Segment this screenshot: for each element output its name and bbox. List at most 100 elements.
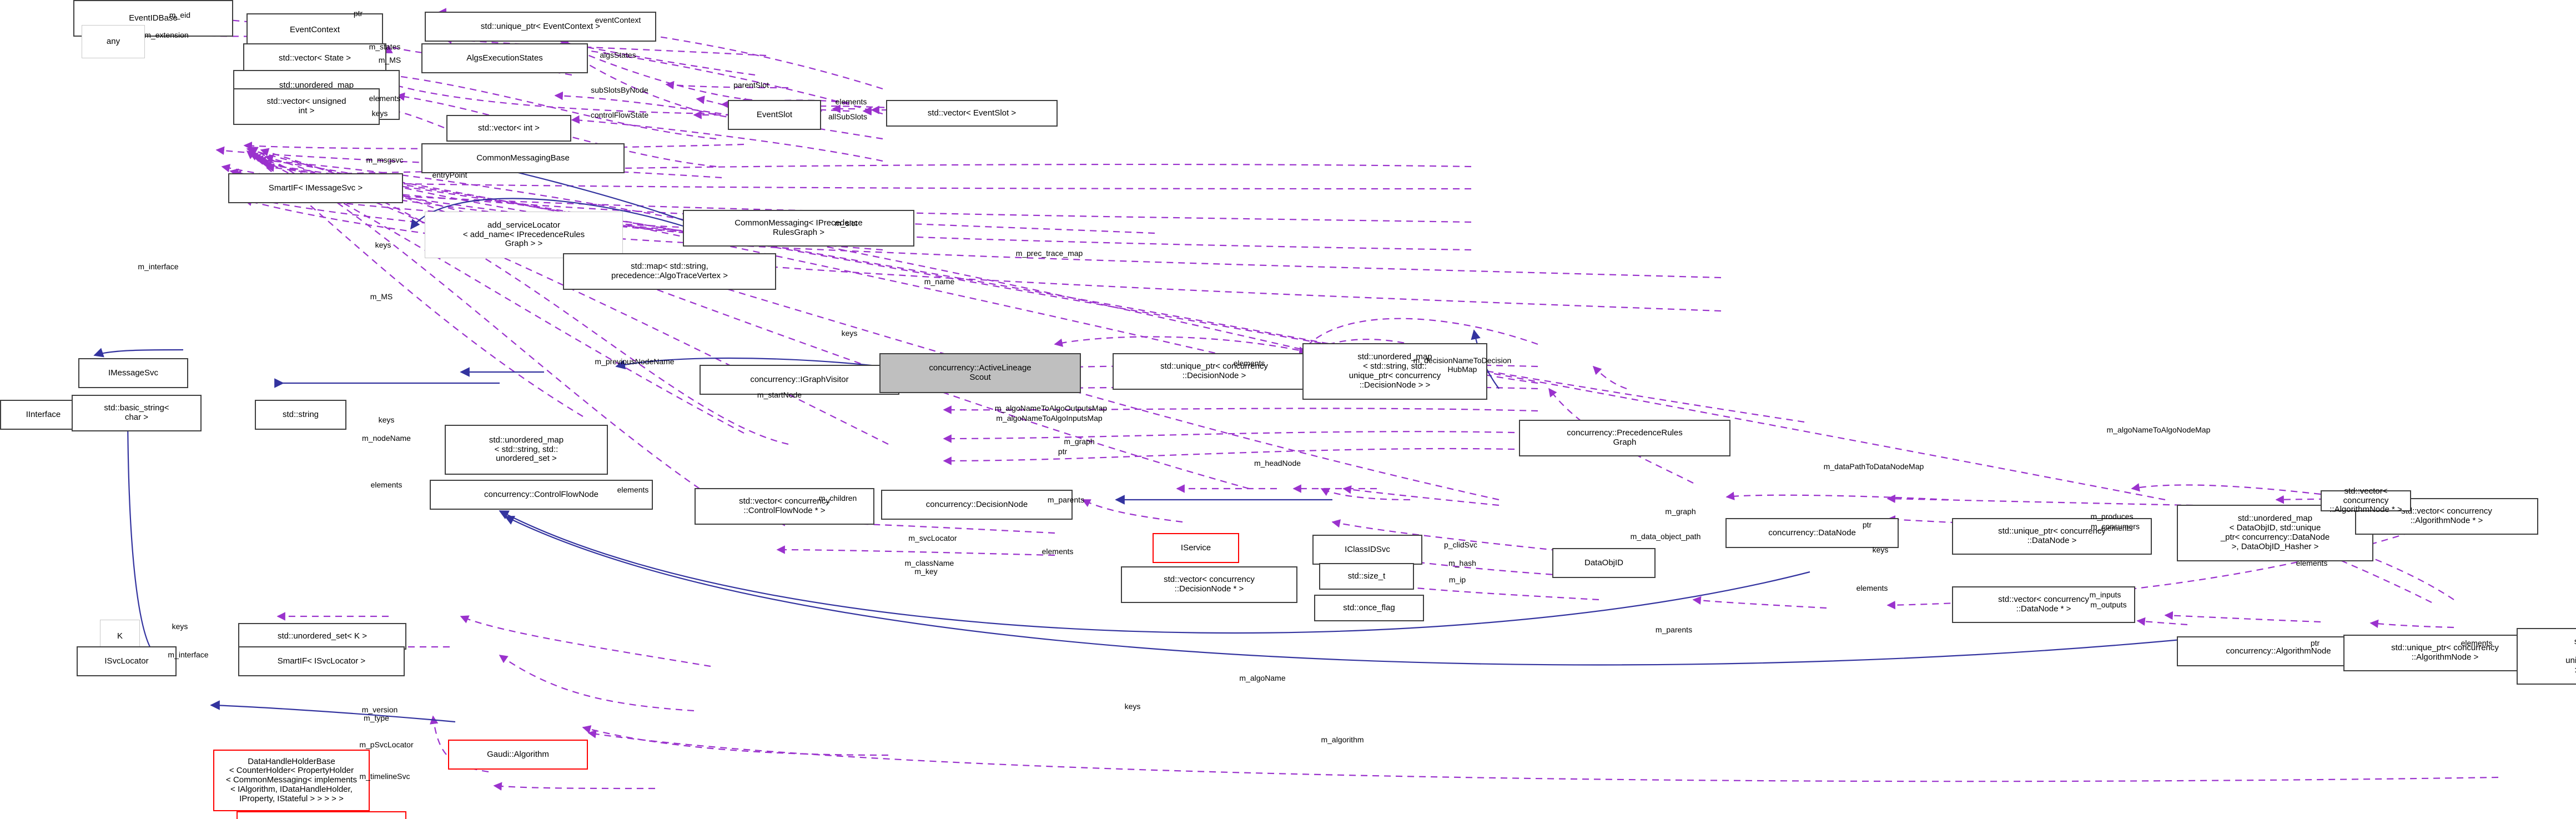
edge-label: m_startNode bbox=[757, 390, 802, 399]
edge-label: controlFlowState bbox=[590, 110, 649, 119]
class-node[interactable]: concurrency::ControlFlowNode bbox=[430, 480, 653, 510]
class-node[interactable]: std::basic_string< char > bbox=[72, 395, 202, 431]
edge-label: m_MS bbox=[378, 55, 401, 64]
class-node[interactable]: std::size_t bbox=[1319, 563, 1414, 590]
class-node[interactable]: IClassIDSvc bbox=[1312, 535, 1422, 565]
class-node[interactable]: std::vector< unsigned int > bbox=[233, 88, 380, 125]
class-node[interactable]: concurrency::PrecedenceRules Graph bbox=[1519, 420, 1730, 456]
class-node[interactable]: CommonMessaging< IPrecedence RulesGraph … bbox=[683, 210, 914, 247]
class-node[interactable]: concurrency::DataNode bbox=[1725, 518, 1899, 548]
class-node[interactable]: std::unordered_set< K > bbox=[238, 623, 406, 650]
edge-label: m_previousNodeName bbox=[595, 356, 675, 366]
class-node[interactable]: concurrency::DecisionNode bbox=[881, 490, 1073, 520]
edge-label: elements bbox=[2101, 523, 2133, 532]
edge-label: m_interface bbox=[138, 262, 179, 271]
edge-label: m_headNode bbox=[1254, 458, 1301, 468]
edge-label: parentSlot bbox=[733, 80, 769, 89]
edge-label: m_decisionNameToDecision HubMap bbox=[1413, 355, 1512, 374]
edge-label: elements bbox=[835, 97, 867, 106]
class-node[interactable]: Gaudi::Algorithm bbox=[448, 740, 588, 770]
edge-label: m_hash bbox=[1448, 558, 1476, 567]
edge-label: keys bbox=[1124, 701, 1141, 711]
edge-label: keys bbox=[1872, 545, 1889, 554]
edge-label: elements bbox=[370, 480, 402, 489]
class-node[interactable]: std::vector< State > bbox=[243, 43, 386, 73]
edge-label: ptr bbox=[1058, 446, 1068, 456]
edge-label: p_clidSvc bbox=[1444, 540, 1477, 549]
class-node[interactable]: EventSlot bbox=[728, 100, 821, 130]
class-node[interactable]: std::unique_ptr< concurrency ::DecisionN… bbox=[1113, 353, 1316, 390]
edge-label: m_dataPathToDataNodeMap bbox=[1823, 461, 1924, 471]
edge-label: elements bbox=[1042, 546, 1074, 556]
class-node[interactable]: any bbox=[82, 25, 145, 58]
class-node[interactable]: std::unordered_map < std::string, std:: … bbox=[445, 425, 608, 475]
edge-label: m_className bbox=[904, 558, 954, 567]
edge-label: m_prec_trace_map bbox=[1015, 248, 1083, 258]
class-node[interactable]: SmartIF< ISvcLocator > bbox=[238, 646, 405, 676]
class-node[interactable]: add_serviceLocator < add_name< IPreceden… bbox=[425, 212, 623, 258]
edge-label: m_algorithm bbox=[1321, 735, 1364, 744]
edge-label: m_MS bbox=[370, 292, 393, 301]
edge-label: m_extension bbox=[144, 30, 189, 39]
edge-label: ptr bbox=[2310, 638, 2320, 647]
class-node[interactable]: DataObjID bbox=[1552, 548, 1656, 578]
class-node[interactable]: concurrency::ActiveLineage Scout bbox=[879, 353, 1081, 393]
edge-label: m_algoNameToAlgoOutputsMap bbox=[994, 403, 1108, 413]
class-node[interactable]: IMessageSvc bbox=[78, 358, 188, 388]
class-node[interactable]: SmartIF< IMessageSvc > bbox=[228, 173, 403, 203]
edge-label: m_version bbox=[361, 705, 398, 714]
edge-label: elements bbox=[2296, 558, 2328, 567]
edge-label: elements bbox=[2461, 638, 2493, 647]
edge-label: m_eid bbox=[169, 10, 191, 19]
edge-label: elements bbox=[1856, 583, 1888, 592]
edge-label: elements bbox=[1233, 358, 1265, 368]
edge-label: m_states bbox=[369, 42, 401, 51]
edge-label: m_inputs bbox=[2089, 590, 2121, 599]
edge-label: keys bbox=[378, 415, 395, 424]
class-node[interactable]: IService bbox=[1153, 533, 1239, 563]
class-node[interactable]: ISvcLocator bbox=[77, 646, 177, 676]
class-node[interactable]: std::vector< concurrency ::AlgorithmNode… bbox=[2321, 486, 2411, 514]
edge-label: m_data_object_path bbox=[1630, 531, 1701, 541]
edge-label: subSlotsByNode bbox=[591, 85, 648, 94]
edge-label: m_nodeName bbox=[362, 433, 411, 443]
edge-label: eventContext bbox=[595, 15, 641, 24]
edge-label: m_msgsvc bbox=[366, 155, 404, 164]
edge-label: m_graph bbox=[1665, 506, 1696, 516]
edge-label: m_produces bbox=[2090, 511, 2134, 521]
edge-label: m_name bbox=[924, 277, 955, 286]
edge-label: m_type bbox=[364, 713, 389, 722]
edge-label: entryPoint bbox=[432, 170, 467, 179]
edge-label: m_outputs bbox=[2090, 600, 2127, 609]
class-node[interactable]: std::unique_ptr< concurrency ::Algorithm… bbox=[2343, 635, 2547, 671]
edge-label: m_pSvcLocator bbox=[359, 740, 414, 749]
edge-label: elements bbox=[617, 485, 649, 494]
edge-label: m_parents bbox=[1655, 625, 1693, 634]
edge-label: m_parents bbox=[1047, 495, 1085, 504]
class-node[interactable]: DataHandleHolderBase < CounterHolder< Pr… bbox=[213, 750, 370, 811]
class-node[interactable]: CommonMessagingBase bbox=[421, 143, 625, 173]
edge-label: m_svcLocator bbox=[908, 533, 957, 542]
edge-label: m_algoNameToAlgoNodeMap bbox=[2106, 425, 2211, 434]
class-node[interactable]: std::vector< concurrency ::DecisionNode … bbox=[1121, 566, 1297, 603]
edge-label: keys bbox=[841, 328, 858, 338]
class-node[interactable]: std::string bbox=[255, 400, 346, 430]
class-node[interactable]: std::once_flag bbox=[1314, 595, 1424, 621]
class-node[interactable]: std::vector< EventSlot > bbox=[886, 100, 1058, 127]
edge-label: m_algoName bbox=[1239, 673, 1286, 682]
edge-label: m_slot bbox=[834, 218, 858, 228]
class-node[interactable]: AlgsExecutionStates bbox=[421, 43, 588, 73]
class-node[interactable]: SmartIF< ITimelineSvc > bbox=[237, 811, 406, 819]
edge-label: m_interface bbox=[168, 650, 209, 659]
class-node[interactable]: std::unordered_map < std::string, std:: … bbox=[2517, 628, 2576, 685]
edge-label: m_ip bbox=[1448, 575, 1466, 584]
edge-label: m_key bbox=[914, 566, 938, 576]
class-node[interactable]: EventContext bbox=[246, 13, 383, 47]
edge-label: m_timelineSvc bbox=[359, 771, 410, 781]
class-node[interactable]: std::map< std::string, precedence::AlgoT… bbox=[563, 253, 776, 290]
edge-label: allSubSlots bbox=[828, 112, 868, 121]
edge-label: m_algoNameToAlgoInputsMap bbox=[996, 413, 1103, 423]
class-node[interactable]: std::vector< int > bbox=[446, 115, 571, 142]
